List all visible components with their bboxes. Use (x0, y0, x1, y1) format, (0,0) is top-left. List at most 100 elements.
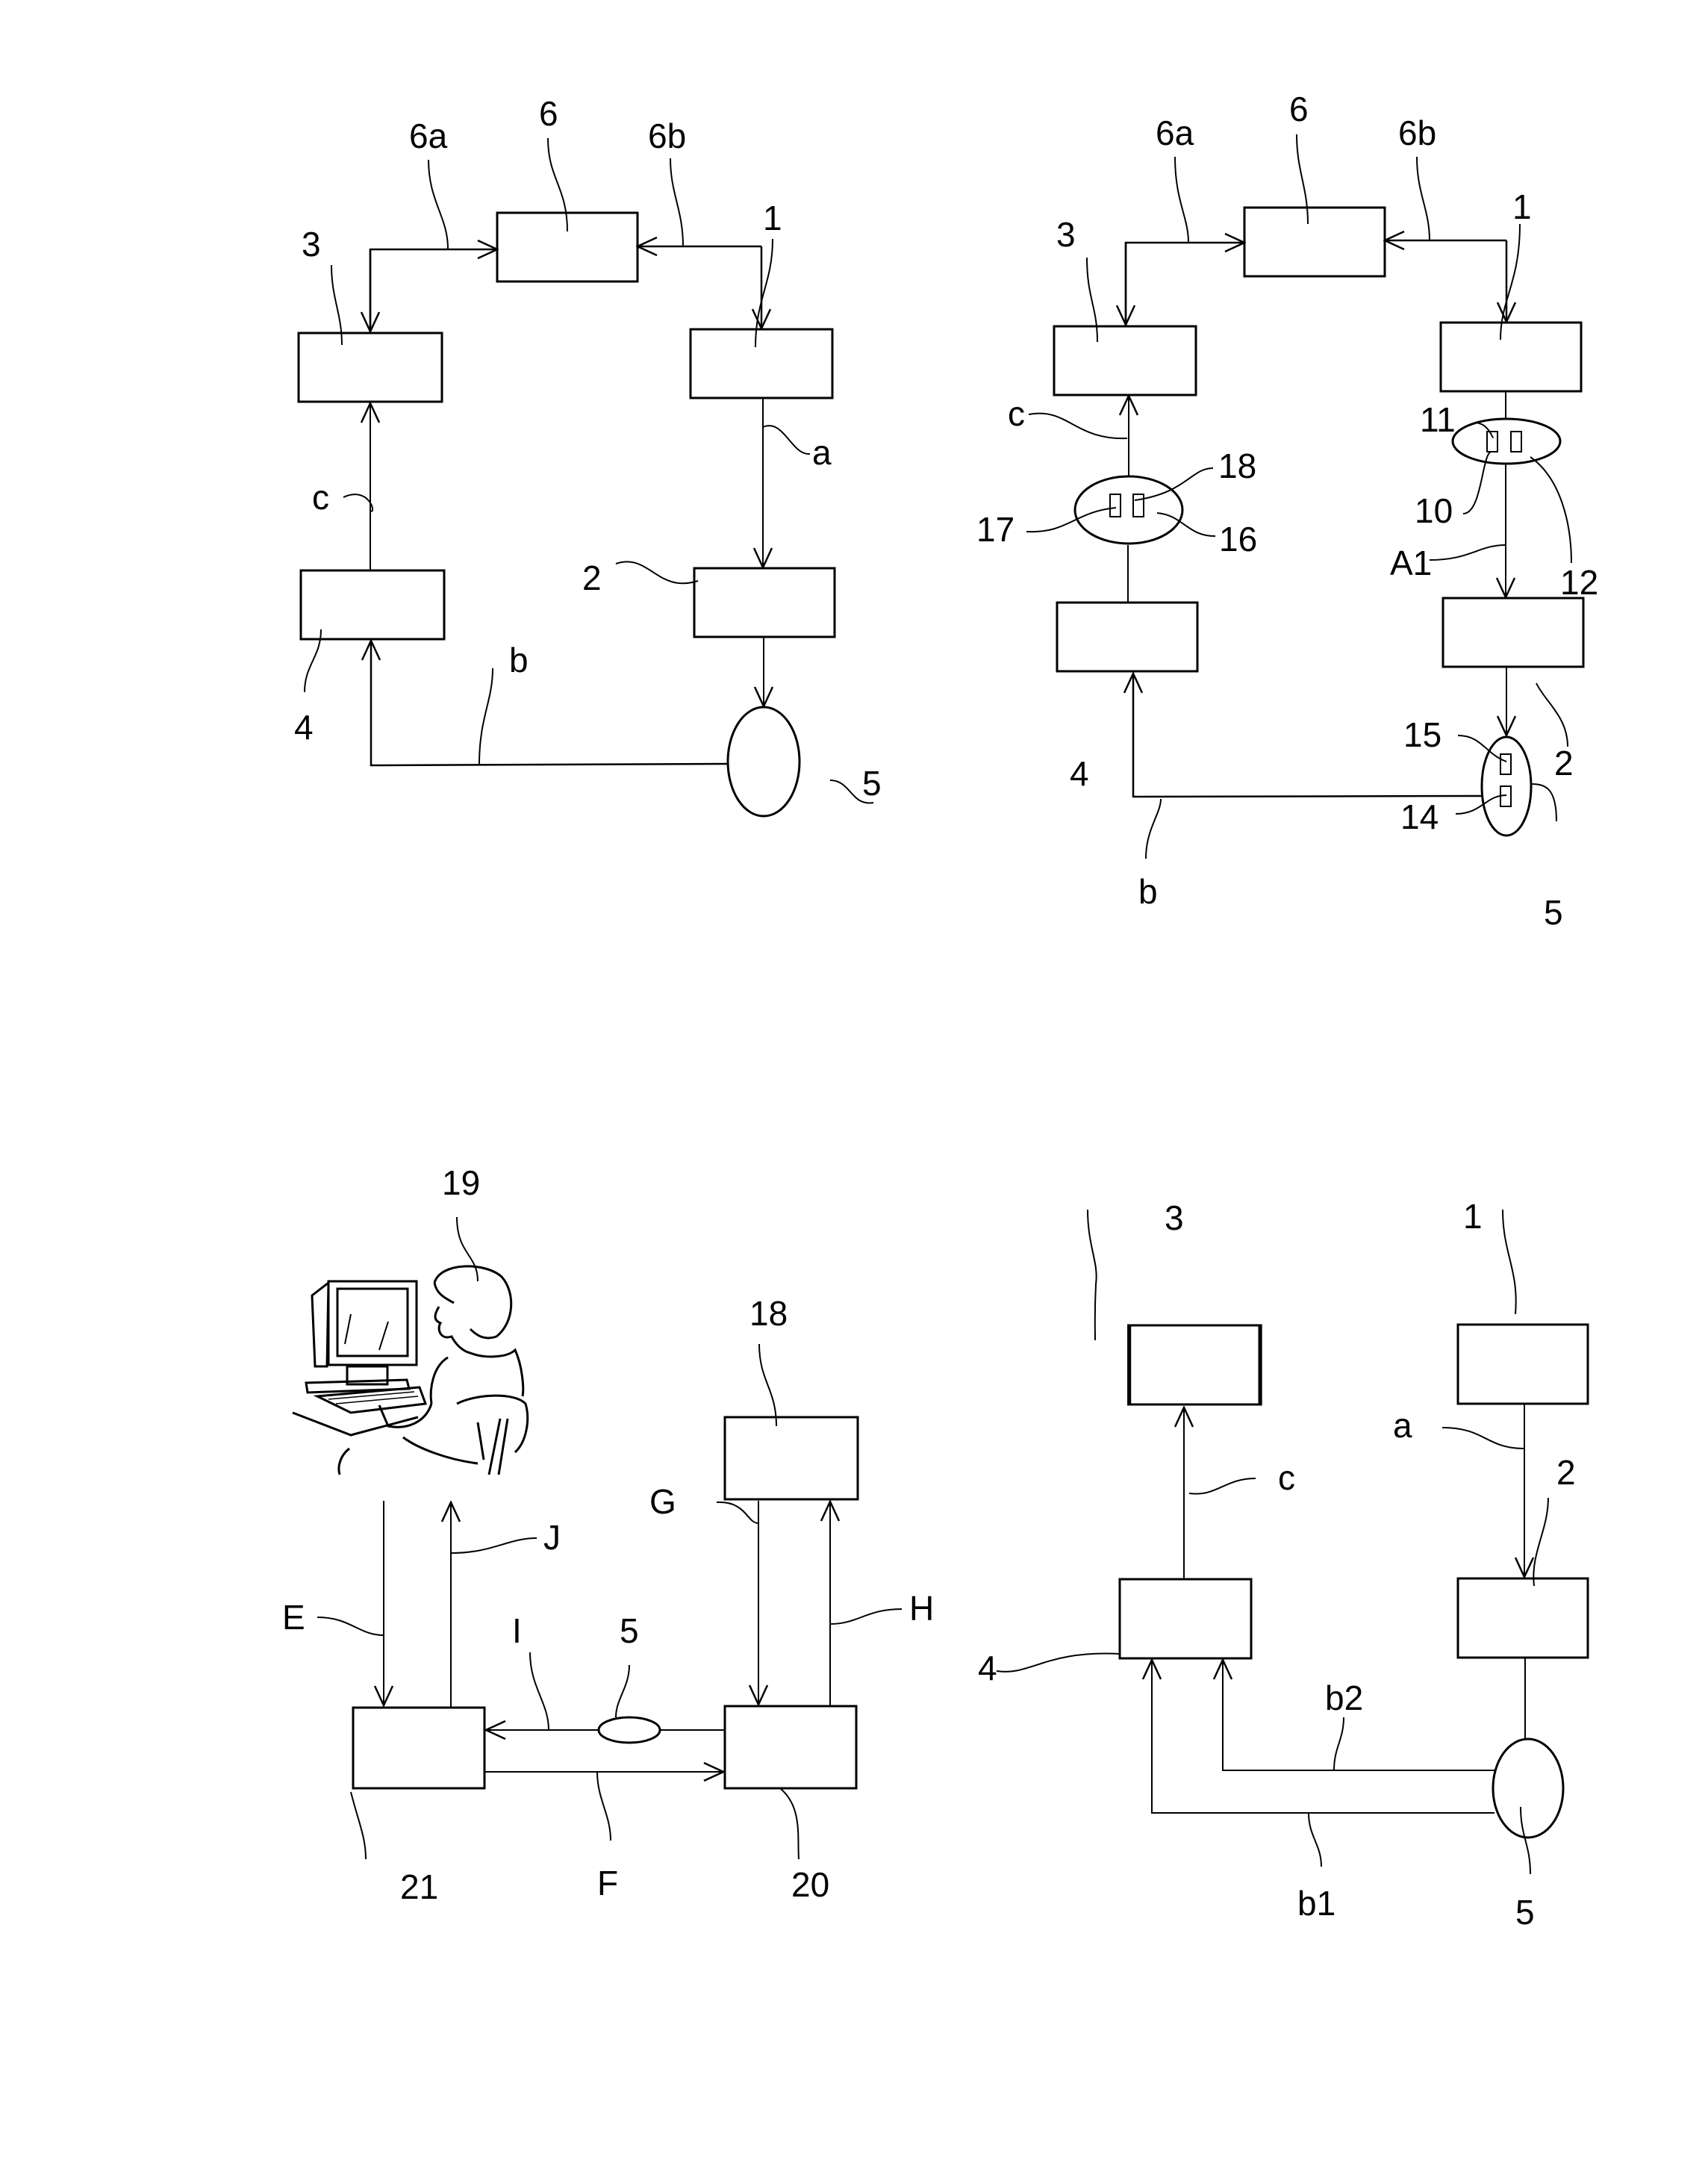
label-6a: 6a (1156, 113, 1194, 152)
leader-6b (670, 158, 684, 247)
label-3: 3 (302, 225, 321, 264)
leader-3 (331, 264, 343, 346)
leader-c (1188, 1478, 1256, 1495)
leader-6a (428, 159, 449, 249)
label-a: a (1393, 1406, 1412, 1445)
block-4 (1118, 1578, 1253, 1660)
label-10: 10 (1415, 491, 1453, 530)
ellipse-5 (1492, 1737, 1565, 1839)
label-6a: 6a (409, 116, 448, 155)
block-6 (1243, 206, 1386, 278)
leader-b2 (1333, 1717, 1344, 1771)
label-I: I (512, 1611, 522, 1650)
label-c: c (1278, 1458, 1295, 1497)
block-2 (1441, 597, 1585, 668)
leader-5 (615, 1664, 630, 1718)
label-6: 6 (1289, 90, 1309, 128)
leader-a (1441, 1427, 1525, 1449)
label-19: 19 (442, 1163, 480, 1202)
block-2 (693, 567, 836, 638)
block-3 (297, 332, 443, 403)
leader-1 (1502, 1209, 1517, 1315)
block-1 (1439, 321, 1583, 393)
block-4 (299, 569, 446, 641)
label-H: H (909, 1589, 934, 1628)
arrow-b2 (1223, 1660, 1494, 1771)
person-icon (337, 1265, 525, 1475)
arrow-b (1133, 673, 1483, 798)
leader-10 (1462, 451, 1492, 514)
leader-6 (1296, 134, 1309, 225)
label-G: G (649, 1482, 676, 1521)
leader-19 (456, 1216, 479, 1282)
element-17 (1109, 494, 1121, 517)
label-16: 16 (1219, 520, 1257, 559)
leader-18 (758, 1343, 777, 1427)
label-6b: 6b (1398, 113, 1436, 152)
leader-1 (1500, 223, 1521, 340)
leader-4 (996, 1652, 1121, 1673)
leader-a (762, 425, 811, 455)
leader-E (317, 1617, 384, 1636)
leader-c (1028, 412, 1128, 440)
connector-6a-to-6 (369, 249, 497, 333)
label-11: 11 (1420, 400, 1456, 439)
ellipse-5 (726, 706, 801, 818)
label-4: 4 (294, 708, 314, 747)
leader-H (829, 1608, 903, 1625)
label-J: J (543, 1518, 561, 1557)
keyboard-icon (313, 1386, 428, 1414)
leader-F (596, 1771, 611, 1841)
connector-6a-to-6 (1124, 243, 1244, 326)
label-c: c (1008, 394, 1025, 433)
leader-3 (1087, 1209, 1097, 1341)
block-1 (689, 328, 834, 399)
leader-2 (1536, 682, 1568, 747)
label-20: 20 (791, 1865, 829, 1904)
figure-bottom-left: 19 18 G H J E I 5 21 F 20 (282, 1163, 934, 1906)
leader-I (529, 1652, 549, 1731)
leader-2 (1533, 1497, 1549, 1587)
leader-1 (755, 238, 773, 348)
element-12 (1510, 431, 1522, 452)
label-a: a (812, 433, 832, 472)
label-b: b (1138, 872, 1158, 911)
arrow-b1 (1152, 1660, 1494, 1814)
leader-b1 (1308, 1812, 1322, 1867)
label-12: 12 (1560, 563, 1598, 602)
leader-2 (615, 561, 699, 585)
arrow-b (371, 641, 729, 767)
leader-5 (1520, 1806, 1531, 1875)
label-1: 1 (1512, 187, 1532, 226)
label-18: 18 (1218, 447, 1256, 485)
leader-14 (1455, 794, 1507, 815)
block-20 (723, 1705, 858, 1790)
label-c: c (312, 478, 329, 517)
label-17: 17 (976, 510, 1014, 549)
label-5: 5 (1515, 1893, 1535, 1932)
leader-18 (1134, 467, 1214, 501)
label-2: 2 (582, 559, 602, 597)
label-b1: b1 (1297, 1884, 1335, 1923)
leader-20 (779, 1788, 800, 1860)
label-F: F (597, 1864, 618, 1902)
figure-top-left: 6 6a 6b 3 1 a c 2 4 b 5 (294, 94, 882, 818)
leader-b (1145, 798, 1162, 859)
label-6: 6 (539, 94, 558, 133)
leader-b (479, 668, 493, 765)
leader-3 (1086, 257, 1098, 343)
label-6b: 6b (648, 116, 686, 155)
label-1: 1 (1463, 1197, 1483, 1236)
ellipse-5 (597, 1716, 661, 1744)
element-18 (1132, 494, 1144, 517)
element-11 (1486, 431, 1498, 452)
label-18: 18 (749, 1294, 788, 1333)
leader-c (343, 494, 374, 512)
leader-A1 (1429, 544, 1506, 561)
label-2: 2 (1554, 744, 1574, 783)
label-1: 1 (763, 199, 782, 237)
block-2 (1456, 1577, 1589, 1659)
leader-6 (547, 137, 568, 232)
label-5: 5 (862, 764, 882, 803)
figure-bottom-right: 3 1 a 2 c 4 b2 b1 5 (978, 1197, 1589, 1932)
